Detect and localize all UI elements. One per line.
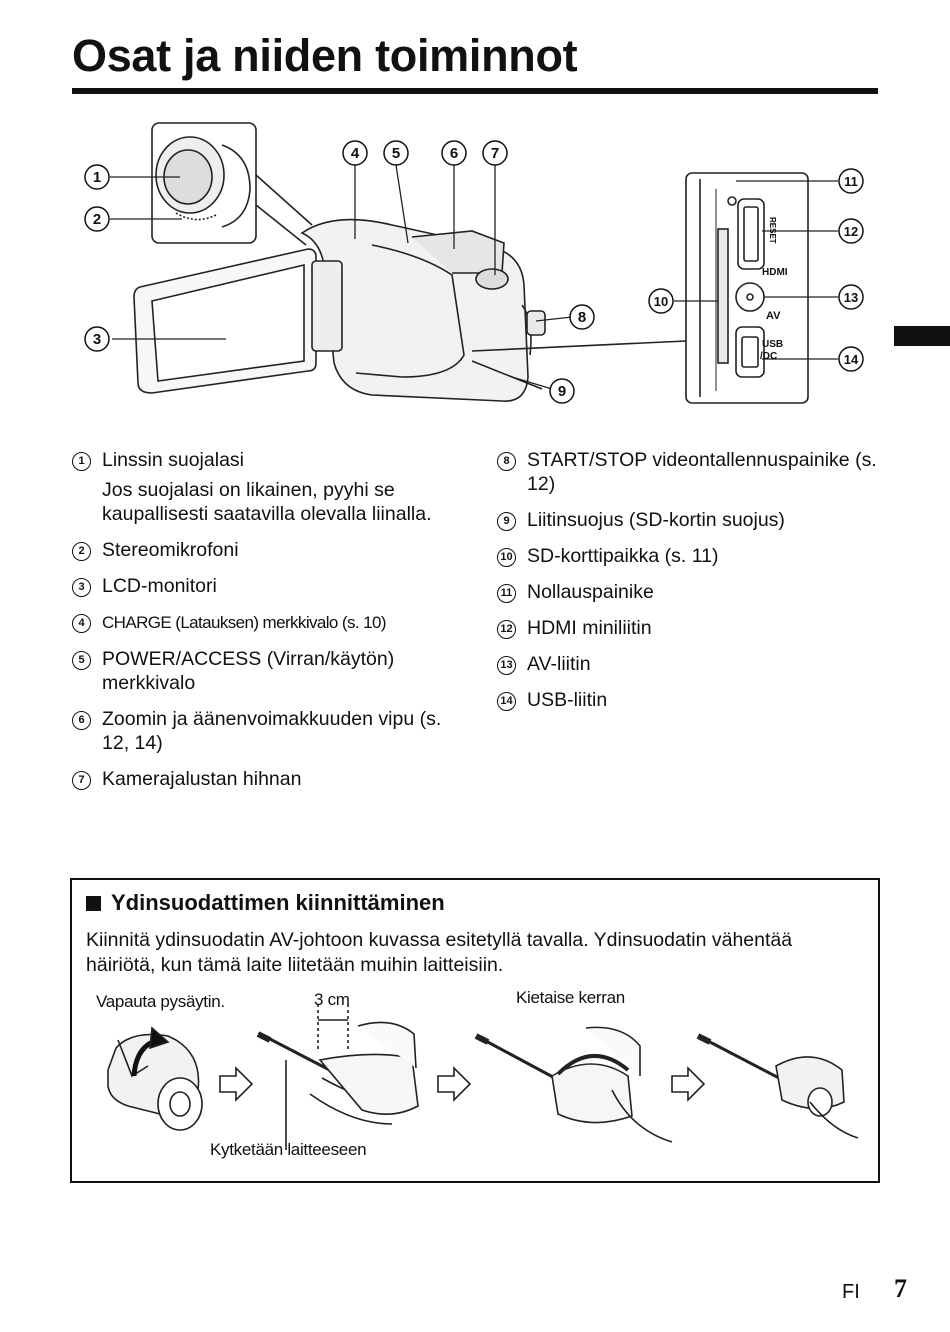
callout-3: 3 (84, 326, 110, 352)
item-label: POWER/ACCESS (Virran/käytön) merkkivalo (102, 648, 395, 694)
camera-parts-diagram: 1 2 3 4 5 6 7 8 9 10 11 12 13 14 RESET H… (84, 122, 864, 404)
list-item: 1 Linssin suojalasi Jos suojalasi on lik… (72, 448, 472, 526)
svg-text:11: 11 (844, 174, 858, 189)
callout-10: 10 (648, 288, 674, 314)
callout-13: 13 (838, 284, 864, 310)
callout-9: 9 (549, 378, 575, 404)
list-item: 2 Stereomikrofoni (72, 538, 472, 562)
item-number: 4 (72, 614, 91, 633)
list-item: 9 Liitinsuojus (SD-kortin suojus) (497, 508, 877, 532)
callout-1: 1 (84, 164, 110, 190)
item-label: CHARGE (Latauksen) merkkivalo (s. 10) (102, 613, 387, 632)
list-item: 6 Zoomin ja äänenvoimakkuuden vipu (s. 1… (72, 707, 472, 755)
item-label: AV-liitin (527, 653, 591, 675)
callout-5: 5 (383, 140, 409, 166)
list-item: 5 POWER/ACCESS (Virran/käytön) merkkival… (72, 647, 472, 695)
connect-to-device-label: Kytketään laitteeseen (210, 1140, 367, 1159)
item-label: USB-liitin (527, 689, 608, 711)
list-item: 12 HDMI miniliitin (497, 616, 877, 640)
list-item: 8 START/STOP videontallennuspainike (s. … (497, 448, 877, 496)
list-item: 3 LCD-monitori (72, 574, 472, 598)
callout-8: 8 (569, 304, 595, 330)
list-item: 7 Kamerajalustan hihnan (72, 767, 472, 791)
av-label: AV (766, 310, 781, 322)
item-label: LCD-monitori (102, 575, 217, 597)
core-filter-figure (107, 1004, 859, 1150)
svg-text:7: 7 (491, 145, 499, 162)
section-tab (894, 326, 950, 346)
item-number: 6 (72, 711, 91, 730)
item-label: Nollauspainike (527, 581, 654, 603)
dc-label: /DC (760, 351, 777, 362)
svg-text:8: 8 (578, 309, 586, 326)
reset-label: RESET (768, 217, 777, 244)
page-number: 7 (894, 1274, 907, 1303)
item-number: 9 (497, 512, 516, 531)
item-label: Zoomin ja äänenvoimakkuuden vipu (s. 12,… (102, 708, 442, 754)
svg-text:10: 10 (654, 294, 668, 309)
callout-7: 7 (482, 140, 508, 166)
callout-6: 6 (441, 140, 467, 166)
item-number: 8 (497, 452, 516, 471)
item-number: 10 (497, 548, 516, 567)
item-number: 14 (497, 692, 516, 711)
parts-list-left: 1 Linssin suojalasi Jos suojalasi on lik… (72, 448, 472, 803)
wrap-once-label: Kietaise kerran (516, 988, 625, 1007)
distance-label: 3 cm (314, 990, 350, 1009)
item-note: Jos suojalasi on likainen, pyyhi se kaup… (102, 479, 432, 525)
svg-text:2: 2 (93, 211, 101, 228)
core-filter-text: Kiinnitä ydinsuodatin AV-johtoon kuvassa… (86, 929, 793, 976)
list-item: 13 AV-liitin (497, 652, 877, 676)
item-number: 11 (497, 584, 516, 603)
item-label: Liitinsuojus (SD-kortin suojus) (527, 509, 785, 531)
usb-label: USB (762, 339, 783, 350)
svg-text:5: 5 (392, 145, 400, 162)
item-number: 1 (72, 452, 91, 471)
svg-text:9: 9 (558, 383, 566, 400)
item-label: Linssin suojalasi (102, 449, 244, 471)
item-label: START/STOP videontallennuspainike (s. 12… (527, 449, 877, 495)
list-item: 4 CHARGE (Latauksen) merkkivalo (s. 10) (72, 610, 472, 635)
title-rule (72, 88, 878, 94)
core-filter-heading: Ydinsuodattimen kiinnittäminen (86, 890, 445, 916)
connector-panel-frame (685, 172, 809, 404)
callout-4: 4 (342, 140, 368, 166)
svg-text:12: 12 (844, 224, 858, 239)
lens-detail-frame (151, 122, 257, 244)
svg-text:14: 14 (844, 352, 859, 367)
item-number: 12 (497, 620, 516, 639)
list-item: 14 USB-liitin (497, 688, 877, 712)
heading-text: Ydinsuodattimen kiinnittäminen (111, 890, 445, 915)
heading-marker (86, 896, 101, 911)
svg-text:1: 1 (93, 169, 101, 186)
svg-text:4: 4 (351, 145, 360, 162)
item-number: 3 (72, 578, 91, 597)
item-number: 7 (72, 771, 91, 790)
release-stopper-label: Vapauta pysäytin. (96, 992, 225, 1011)
svg-text:3: 3 (93, 331, 101, 348)
item-number: 2 (72, 542, 91, 561)
hdmi-label: HDMI (762, 267, 788, 278)
callout-11: 11 (838, 168, 864, 194)
item-label: Stereomikrofoni (102, 539, 239, 561)
callout-12: 12 (838, 218, 864, 244)
svg-text:6: 6 (450, 145, 458, 162)
item-label: SD-korttipaikka (s. 11) (527, 545, 719, 567)
parts-list-right: 8 START/STOP videontallennuspainike (s. … (497, 448, 877, 724)
page-title: Osat ja niiden toiminnot (72, 30, 578, 81)
item-number: 13 (497, 656, 516, 675)
callout-2: 2 (84, 206, 110, 232)
core-filter-box: Ydinsuodattimen kiinnittäminen Kiinnitä … (70, 878, 880, 1183)
item-number: 5 (72, 651, 91, 670)
item-label: Kamerajalustan hihnan (102, 768, 302, 790)
list-item: 11 Nollauspainike (497, 580, 877, 604)
language-code: FI (842, 1281, 860, 1303)
svg-text:13: 13 (844, 290, 858, 305)
list-item: 10 SD-korttipaikka (s. 11) (497, 544, 877, 568)
item-label: HDMI miniliitin (527, 617, 652, 639)
callout-14: 14 (838, 346, 864, 372)
